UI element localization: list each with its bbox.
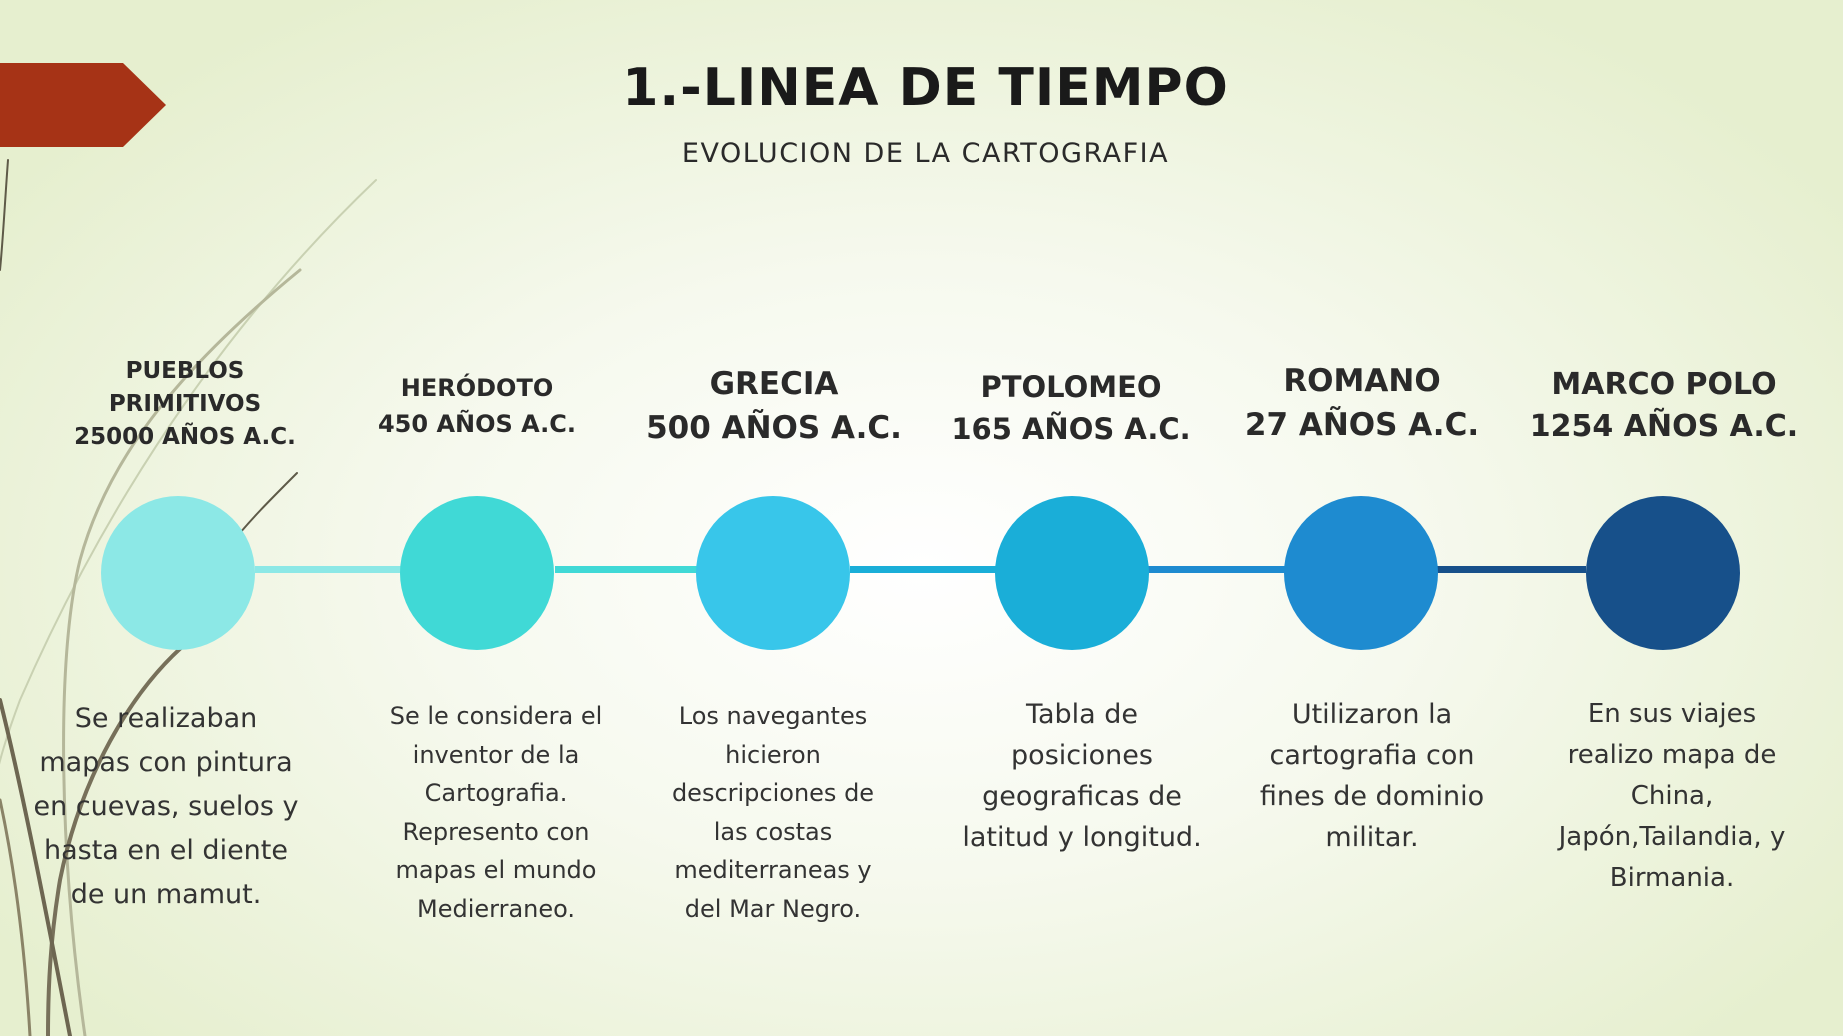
- timeline-connector: [255, 566, 405, 573]
- timeline-connector: [1436, 566, 1586, 573]
- timeline-node-pueblos: [101, 496, 255, 650]
- event-date: 500 AÑOS A.C.: [646, 410, 902, 446]
- event-heading: PTOLOMEO 165 AÑOS A.C.: [921, 366, 1221, 450]
- event-description: Se realizaban mapas con pintura en cueva…: [33, 703, 299, 910]
- arrow-banner: [0, 63, 166, 147]
- timeline-connector: [555, 566, 701, 573]
- timeline-connector: [1148, 566, 1288, 573]
- event-heading: PUEBLOS PRIMITIVOS 25000 AÑOS A.C.: [35, 355, 335, 454]
- event-date: 450 AÑOS A.C.: [377, 410, 577, 438]
- event-date: 25000 AÑOS A.C.: [74, 424, 296, 450]
- event-description: En sus viajes realizo mapa de China, Jap…: [1558, 699, 1786, 893]
- grass-blade: [0, 159, 9, 271]
- page-subtitle: EVOLUCION DE LA CARTOGRAFIA: [681, 138, 1170, 169]
- event-title-line: PTOLOMEO: [980, 370, 1162, 404]
- event-description: Los navegantes hicieron descripciones de…: [671, 702, 875, 923]
- event-title-line: MARCO POLO: [1551, 367, 1777, 402]
- timeline-connector: [850, 566, 1000, 573]
- event-date: 165 AÑOS A.C.: [951, 412, 1191, 446]
- timeline-node-romano: [1284, 496, 1438, 650]
- event-heading: GRECIA 500 AÑOS A.C.: [624, 362, 924, 450]
- event-description: Tabla de posiciones geograficas de latit…: [962, 699, 1202, 853]
- timeline-node-herodoto: [400, 496, 554, 650]
- grass-blade: [0, 798, 32, 1036]
- event-date: 27 AÑOS A.C.: [1244, 407, 1480, 443]
- event-heading: HERÓDOTO 450 AÑOS A.C.: [327, 370, 627, 442]
- event-heading: ROMANO 27 AÑOS A.C.: [1212, 359, 1512, 447]
- event-description: Utilizaron la cartografia con fines de d…: [1259, 699, 1485, 853]
- grass-blade: [46, 638, 192, 1036]
- grass-blade: [62, 268, 302, 1036]
- timeline-node-ptolomeo: [995, 496, 1149, 650]
- event-description: Se le considera el inventor de la Cartog…: [389, 702, 603, 923]
- timeline-node-grecia: [696, 496, 850, 650]
- event-heading: MARCO POLO 1254 AÑOS A.C.: [1514, 364, 1814, 448]
- grass-blade: [0, 698, 72, 1036]
- event-title-line: HERÓDOTO: [400, 374, 554, 402]
- timeline-node-marco-polo: [1586, 496, 1740, 650]
- event-date: 1254 AÑOS A.C.: [1529, 409, 1799, 444]
- event-title-line: PRIMITIVOS: [108, 391, 262, 417]
- grass-blade: [0, 179, 377, 765]
- event-title-line: PUEBLOS: [125, 358, 245, 384]
- event-title-line: GRECIA: [709, 366, 839, 402]
- page-title: 1.-LINEA DE TIEMPO: [622, 58, 1229, 118]
- event-title-line: ROMANO: [1283, 363, 1441, 399]
